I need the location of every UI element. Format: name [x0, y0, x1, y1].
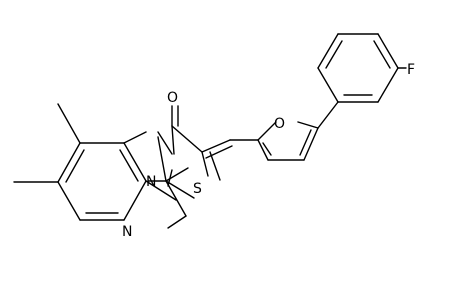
- bond: [167, 215, 187, 229]
- bond: [57, 181, 81, 221]
- chemical-bonds: [13, 33, 407, 229]
- bond: [123, 131, 147, 144]
- bond: [165, 180, 187, 217]
- bond: [157, 136, 167, 182]
- bond: [201, 151, 209, 177]
- bond: [201, 139, 231, 153]
- bond: [262, 142, 272, 156]
- bond: [317, 67, 339, 103]
- nitrogen-imine-label: N: [122, 224, 132, 240]
- bond: [57, 142, 81, 183]
- bond: [123, 180, 147, 221]
- bond: [325, 40, 343, 69]
- bond: [317, 33, 339, 69]
- sulfur-label: S: [193, 181, 202, 197]
- bond: [123, 142, 147, 182]
- nitrogen-ring-label: N: [146, 174, 156, 190]
- bond: [145, 180, 177, 201]
- bond: [303, 127, 319, 161]
- bond: [297, 121, 319, 129]
- bond: [65, 149, 85, 183]
- bond: [257, 139, 269, 161]
- bond: [257, 121, 277, 141]
- bond: [57, 103, 81, 144]
- bond: [299, 129, 312, 156]
- oxygen-furan-label: O: [274, 116, 285, 132]
- bond: [157, 131, 173, 155]
- bond: [165, 180, 195, 199]
- bond: [377, 67, 399, 103]
- bond: [119, 149, 139, 182]
- bond: [205, 145, 233, 159]
- bond: [171, 125, 203, 153]
- bond: [373, 40, 391, 69]
- bond: [317, 101, 339, 129]
- bond: [377, 33, 399, 69]
- fluorine-label: F: [407, 62, 415, 78]
- bond: [171, 125, 175, 155]
- bond: [209, 151, 221, 181]
- oxygen-carbonyl-label: O: [167, 90, 178, 106]
